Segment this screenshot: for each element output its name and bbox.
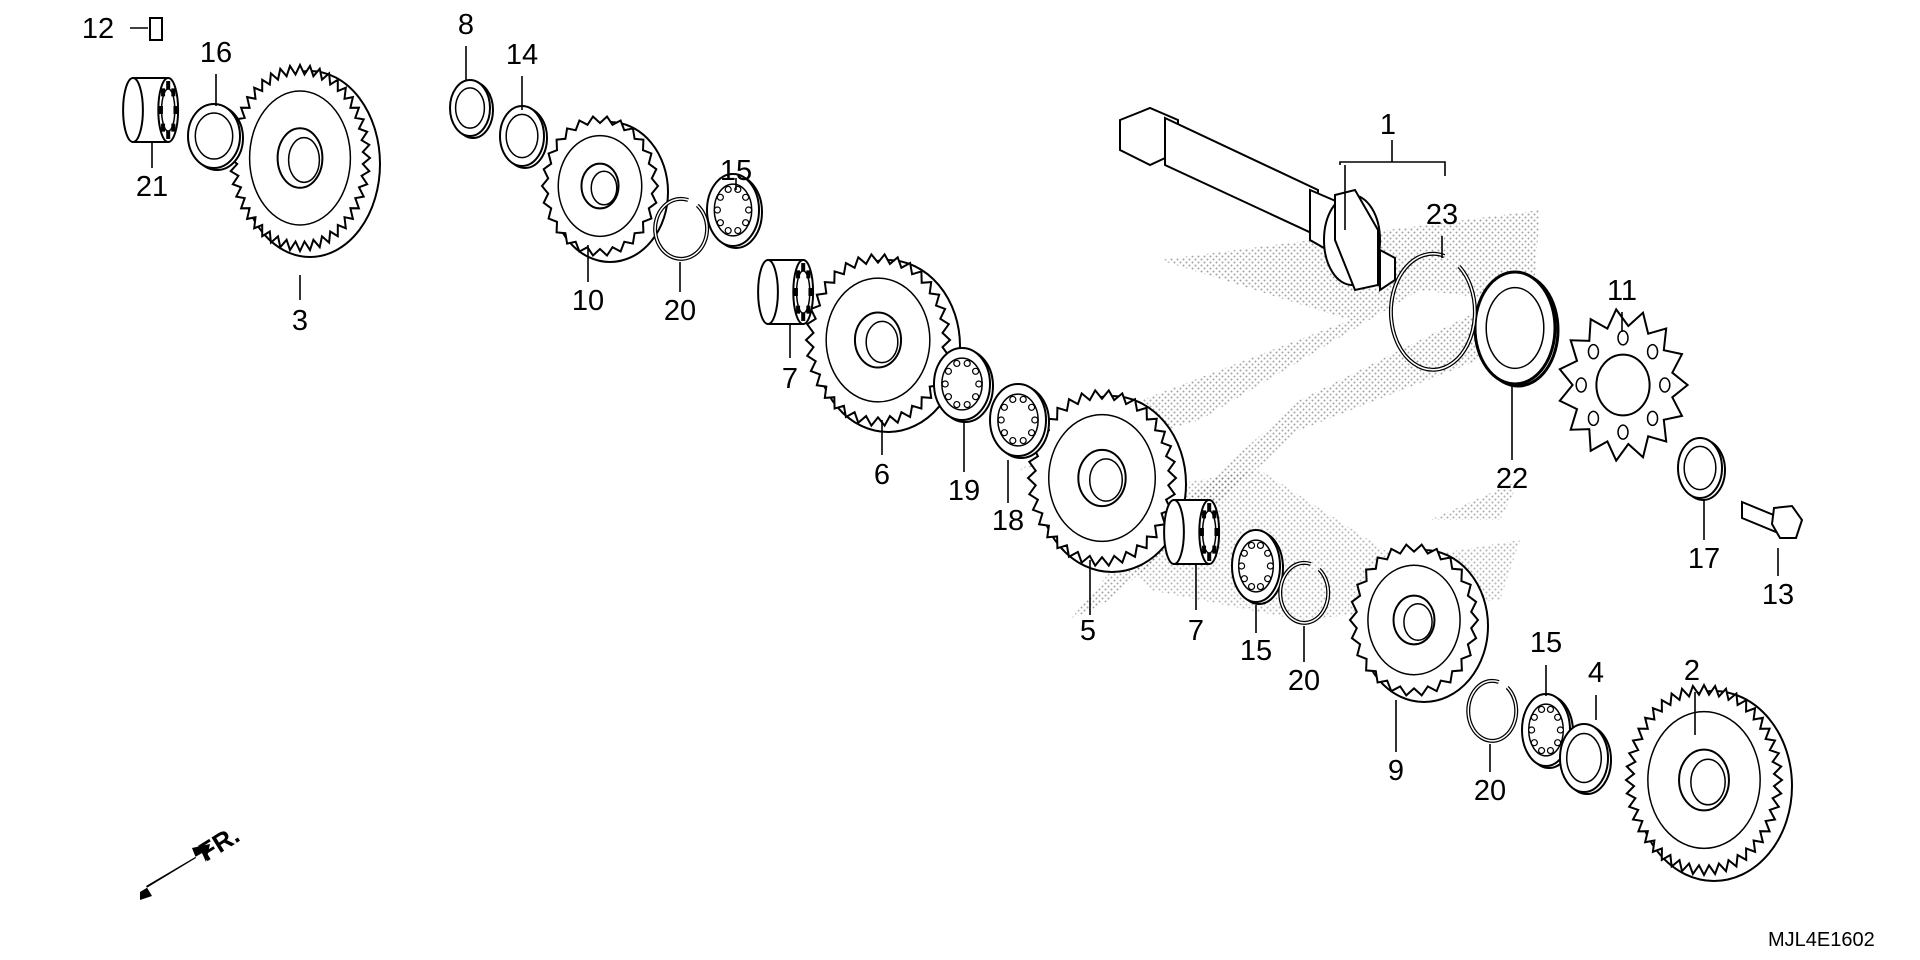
label-part-1: 1 (1380, 109, 1396, 141)
label-part-2: 2 (1684, 655, 1700, 687)
label-part-9: 9 (1388, 755, 1404, 787)
washer-16 (187, 103, 244, 171)
dowel-pin-12 (149, 17, 163, 41)
bearing-7a (757, 259, 815, 325)
washer-19 (933, 347, 994, 423)
label-part-20c: 20 (1474, 775, 1506, 807)
bearing-21 (122, 77, 180, 143)
label-part-21: 21 (136, 171, 168, 203)
label-part-15b: 15 (1240, 635, 1272, 667)
label-part-15c: 15 (1530, 627, 1562, 659)
bushing-4 (1559, 723, 1612, 795)
bolt-13 (1741, 500, 1804, 539)
label-part-23: 23 (1426, 199, 1458, 231)
label-part-3: 3 (292, 305, 308, 337)
gear-2 (1624, 682, 1793, 882)
washer-15a (706, 173, 763, 249)
washer-17 (1677, 437, 1726, 501)
gear-9 (1348, 543, 1489, 703)
main-shaft (1119, 106, 1396, 292)
label-part-7a: 7 (782, 363, 798, 395)
label-part-11: 11 (1607, 275, 1637, 307)
label-part-16: 16 (200, 37, 232, 69)
label-part-4: 4 (1588, 657, 1604, 689)
label-part-20b: 20 (1288, 665, 1320, 697)
label-part-15a: 15 (720, 155, 752, 187)
sprocket-11 (1558, 307, 1690, 463)
diagram-code: MJL4E1602 (1768, 929, 1875, 951)
label-part-10: 10 (572, 285, 604, 317)
snapring-23 (1388, 251, 1477, 372)
label-part-7b: 7 (1188, 615, 1204, 647)
label-part-6: 6 (874, 459, 890, 491)
front-direction-arrow: FR. (140, 819, 245, 900)
label-part-18: 18 (992, 505, 1024, 537)
gear-6 (804, 252, 961, 433)
label-part-17: 17 (1688, 543, 1720, 575)
bracket-part-1 (1339, 161, 1446, 176)
snapring-20c (1466, 678, 1519, 743)
gear-10 (540, 114, 669, 263)
washer-14 (499, 105, 548, 169)
label-part-13: 13 (1762, 579, 1794, 611)
label-part-20a: 20 (664, 295, 696, 327)
label-part-14: 14 (506, 39, 538, 71)
oilseal-22 (1473, 270, 1560, 388)
washer-18 (989, 383, 1050, 459)
gear-5 (1026, 388, 1187, 573)
label-part-12: 12 (82, 13, 114, 45)
bushing-8 (449, 79, 494, 139)
label-part-22: 22 (1496, 463, 1528, 495)
label-part-5: 5 (1080, 615, 1096, 647)
washer-15b (1231, 529, 1284, 605)
bearing-7b (1163, 499, 1221, 565)
snapring-20b (1278, 560, 1331, 625)
label-part-8: 8 (458, 9, 474, 41)
snapring-20a (653, 196, 710, 261)
gear-3 (228, 62, 381, 258)
front-label: FR. (193, 819, 244, 867)
label-part-19: 19 (948, 475, 980, 507)
